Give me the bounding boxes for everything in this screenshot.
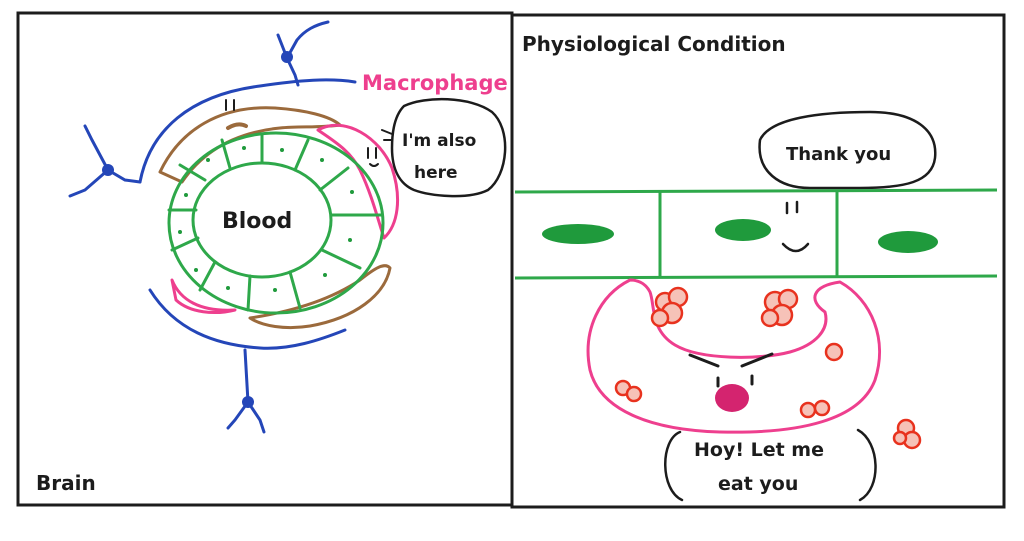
right-panel-frame <box>510 13 1006 509</box>
macrophage-angry-eyes <box>688 352 774 388</box>
vessel-outer-wall <box>167 131 385 315</box>
pericyte-bottom <box>248 264 392 330</box>
red-blood-cell-cluster-2 <box>760 288 799 328</box>
red-blood-cell-6 <box>892 418 922 450</box>
endothelial-nucleus-1 <box>542 224 614 244</box>
hoy-text-line2: eat you <box>718 473 798 495</box>
macrophage-mouth <box>715 384 749 412</box>
red-blood-cell-cluster-1 <box>650 286 689 328</box>
brain-panel: Blood Macrophage I'm also here Brain <box>36 20 508 495</box>
red-blood-cell-3 <box>824 342 844 362</box>
endothelium-top-edge <box>514 188 998 194</box>
astrocyte-body-top <box>281 51 293 63</box>
pericyte-nucleus <box>226 122 248 130</box>
red-blood-cell-4 <box>614 379 643 403</box>
red-blood-cell-5 <box>799 399 831 419</box>
astrocyte-network <box>68 20 357 434</box>
thank-you-text: Thank you <box>786 144 891 165</box>
pericyte-eyes <box>225 99 235 111</box>
blood-vessel <box>167 131 385 315</box>
speech-tail-marks <box>381 129 393 141</box>
endothelial-layer <box>514 188 998 280</box>
bubble-text-line2: here <box>414 163 458 183</box>
macrophage-speech-bubble <box>390 97 507 198</box>
endothelium-bottom-edge <box>514 274 998 280</box>
macrophage-body <box>586 278 882 434</box>
astrocyte-endfoot-outline <box>138 78 357 184</box>
blood-label: Blood <box>222 209 292 234</box>
endothelium-speech-bubble <box>758 110 937 190</box>
astrocyte-process-bottom <box>226 348 266 434</box>
astrocyte-endfoot-lower <box>148 288 347 350</box>
endothelial-nucleus-2 <box>715 219 771 241</box>
astrocyte-body-left <box>102 164 114 176</box>
bubble-text-line1: I'm also <box>402 131 476 151</box>
macrophage-speech-parens <box>664 428 877 502</box>
macrophage-face <box>367 147 379 167</box>
hoy-text-line1: Hoy! Let me <box>694 439 824 461</box>
macrophage-label: Macrophage <box>362 71 508 95</box>
physiological-panel: Physiological Condition Thank you <box>514 32 998 502</box>
endothelial-nuclei <box>178 146 354 292</box>
right-panel-title: Physiological Condition <box>522 32 786 56</box>
endothelial-junctions <box>167 132 384 312</box>
endothelium-face <box>781 200 810 253</box>
astrocyte-body-bottom <box>242 396 254 408</box>
red-blood-cells <box>614 286 922 450</box>
endothelial-nucleus-3 <box>878 231 938 253</box>
astrocyte-process-left <box>68 124 142 198</box>
brain-panel-label: Brain <box>36 471 96 495</box>
